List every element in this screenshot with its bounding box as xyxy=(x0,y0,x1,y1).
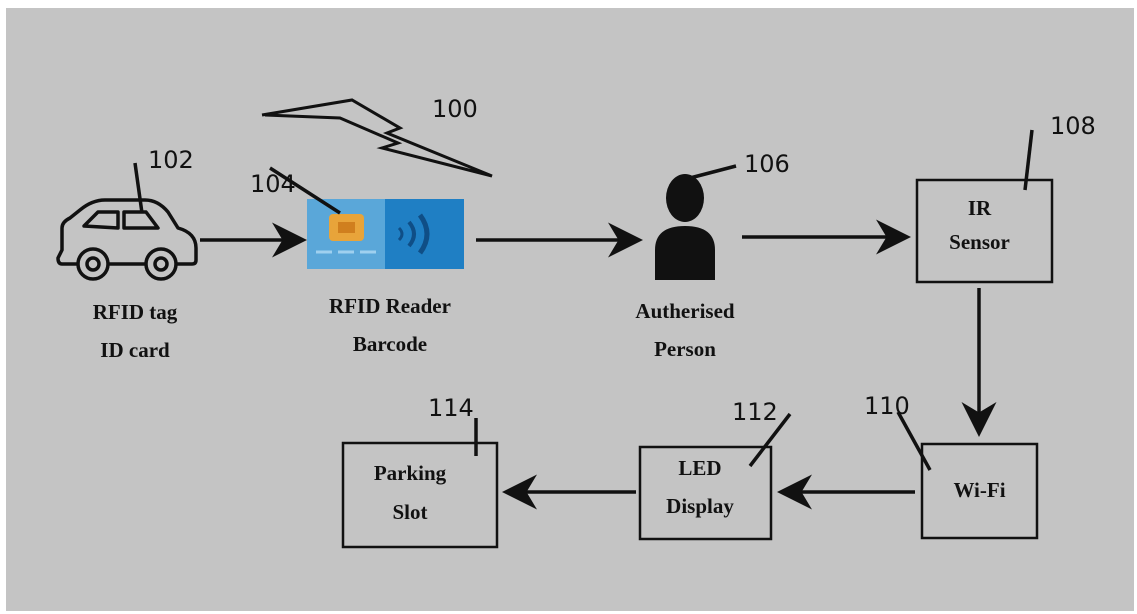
vehicle-label-line1: RFID tag xyxy=(92,300,178,324)
ref-108: 108 xyxy=(1050,112,1096,140)
parking-label-line2: Slot xyxy=(392,500,428,524)
leader-104 xyxy=(269,166,341,215)
ref-104: 104 xyxy=(250,170,296,198)
person-icon xyxy=(655,174,715,280)
ref-110: 110 xyxy=(864,392,910,420)
vehicle-label-line2: ID card xyxy=(100,338,170,362)
person-label-line1: Autherised xyxy=(635,299,735,323)
reader-label-line1: RFID Reader xyxy=(329,294,451,318)
person-label-line2: Person xyxy=(654,337,716,361)
ref-112: 112 xyxy=(732,398,778,426)
wifi-box xyxy=(920,442,1039,540)
ref-100: 100 xyxy=(432,95,478,123)
leader-108 xyxy=(1023,129,1034,191)
parking-slot-box xyxy=(341,441,499,549)
car-icon xyxy=(56,198,198,281)
ir-sensor-box xyxy=(915,178,1054,284)
rfid-card-icon xyxy=(307,199,464,269)
wifi-label: Wi-Fi xyxy=(953,478,1006,502)
ref-102: 102 xyxy=(148,146,194,174)
lightning-icon xyxy=(261,98,493,178)
leader-112 xyxy=(748,412,792,468)
led-label-line1: LED xyxy=(678,456,722,480)
ir-label-line2: Sensor xyxy=(949,230,1010,254)
ref-114: 114 xyxy=(428,394,474,422)
diagram-canvas xyxy=(6,8,1134,611)
led-display-box xyxy=(638,445,773,541)
leader-110 xyxy=(896,411,932,471)
led-label-line2: Display xyxy=(666,494,734,518)
ref-106: 106 xyxy=(744,150,790,178)
parking-label-line1: Parking xyxy=(373,461,447,485)
ir-label-line1: IR xyxy=(967,196,992,220)
leader-102 xyxy=(133,162,144,214)
leader-106 xyxy=(689,164,737,180)
reader-label-line2: Barcode xyxy=(352,332,428,356)
